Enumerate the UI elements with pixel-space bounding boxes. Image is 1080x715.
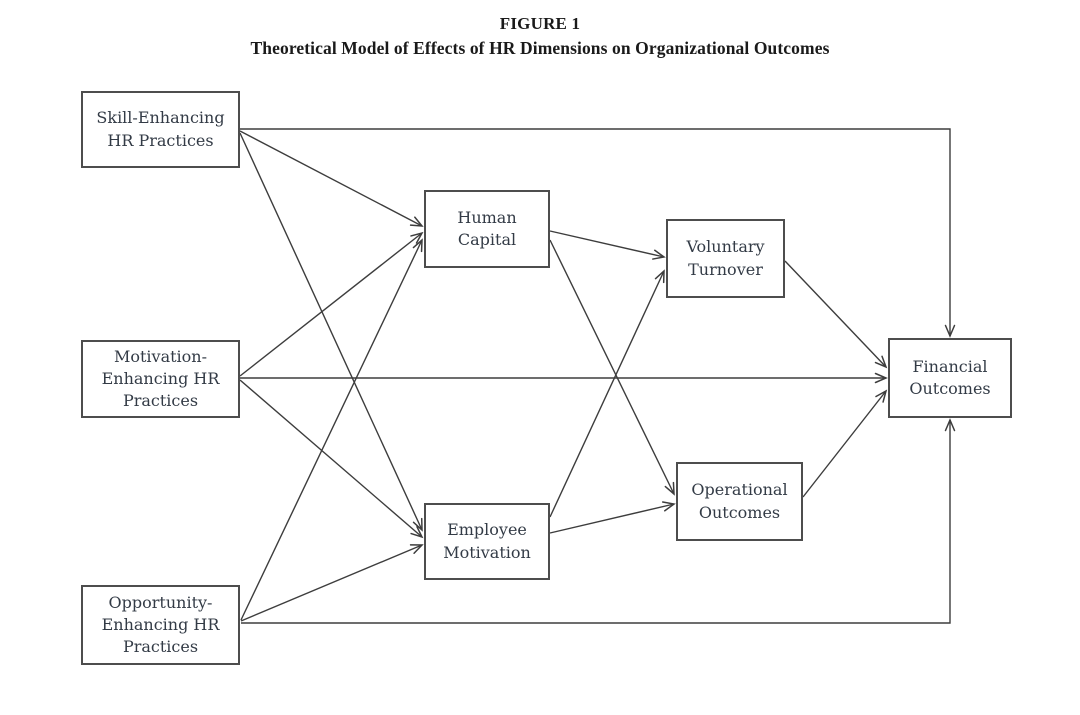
edge-employee-motivation-to-voluntary-turnover [549, 269, 665, 518]
figure-header: FIGURE 1 Theoretical Model of Effects of… [0, 14, 1080, 59]
figure-label: FIGURE 1 [499, 14, 581, 33]
node-skill-enhancing-hr-practices: Skill-Enhancing HR Practices [81, 91, 240, 168]
node-opportunity-enhancing-hr-practices: Opportunity- Enhancing HR Practices [81, 585, 240, 665]
node-operational-outcomes: Operational Outcomes [676, 462, 803, 541]
edge-skill-enhancing-hr-practices-to-human-capital [239, 130, 424, 227]
node-human-capital: Human Capital [424, 190, 550, 268]
edge-human-capital-to-operational-outcomes [549, 239, 675, 496]
edge-skill-enhancing-hr-practices-to-employee-motivation [239, 132, 423, 532]
node-voluntary-turnover: Voluntary Turnover [666, 219, 785, 298]
edge-operational-outcomes-to-financial-outcomes [802, 389, 888, 498]
edge-opportunity-enhancing-hr-practices-to-financial-outcomes [241, 418, 956, 624]
edge-voluntary-turnover-to-financial-outcomes [784, 260, 888, 369]
edge-opportunity-enhancing-hr-practices-to-employee-motivation [240, 544, 424, 622]
edge-employee-motivation-to-operational-outcomes [549, 501, 676, 534]
edge-skill-enhancing-hr-practices-to-financial-outcomes [240, 128, 956, 338]
figure-title: Theoretical Model of Effects of HR Dimen… [250, 38, 830, 58]
edge-human-capital-to-voluntary-turnover [549, 230, 666, 260]
edges-group [239, 128, 956, 624]
node-financial-outcomes: Financial Outcomes [888, 338, 1012, 418]
edge-motivation-enhancing-hr-practices-to-employee-motivation [239, 379, 424, 539]
node-employee-motivation: Employee Motivation [424, 503, 550, 580]
node-motivation-enhancing-hr-practices: Motivation- Enhancing HR Practices [81, 340, 240, 418]
edge-opportunity-enhancing-hr-practices-to-human-capital [240, 238, 423, 621]
edge-motivation-enhancing-hr-practices-to-human-capital [239, 231, 424, 377]
